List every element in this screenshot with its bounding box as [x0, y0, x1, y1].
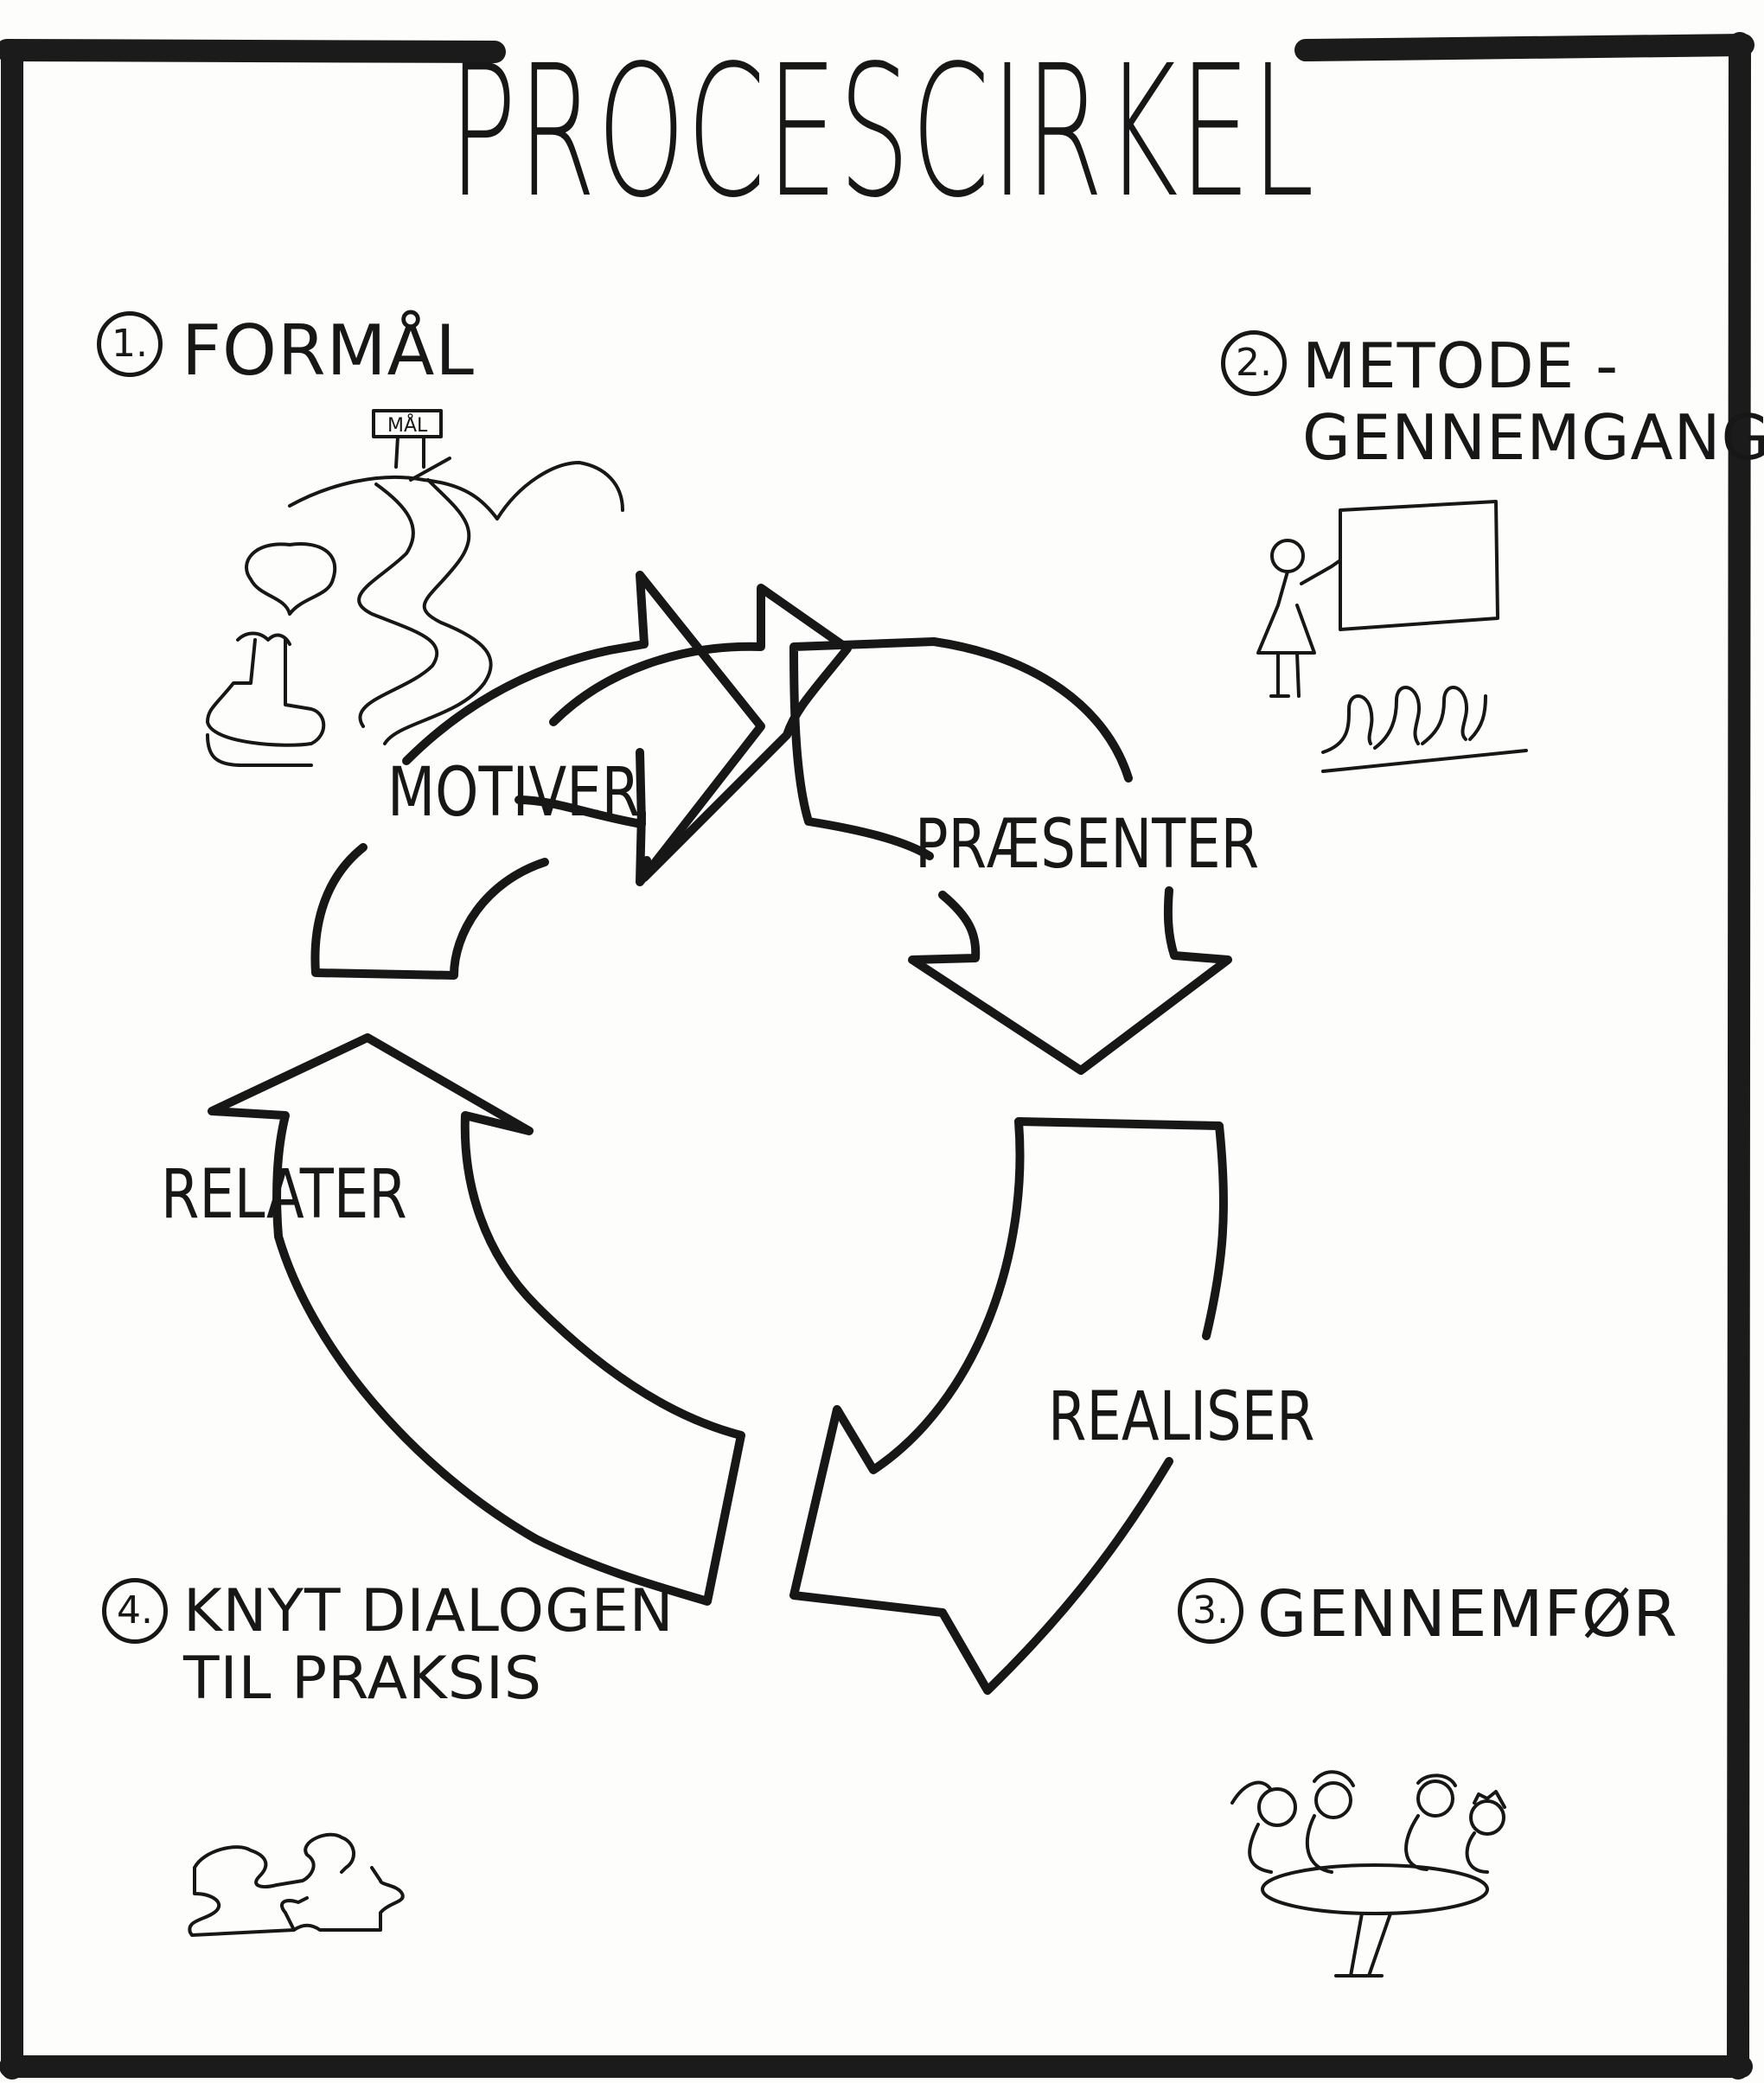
step-label-line: GENNEMGANG: [1302, 400, 1764, 474]
page-title: PROCESCIRKEL: [448, 26, 1316, 238]
step-1-formal: 1. FORMÅL: [97, 311, 475, 391]
step-label-line: FORMÅL: [182, 310, 475, 391]
step-number-badge: 2.: [1221, 330, 1287, 396]
step-label-line: TIL PRAKSIS: [183, 1645, 543, 1714]
step-3-label: GENNEMFØR: [1257, 1577, 1678, 1652]
step-4-knyt-dialogen: 4. KNYT DIALOGEN TIL PRAKSIS: [102, 1577, 674, 1714]
step-number-badge: 4.: [102, 1578, 168, 1644]
step-2-metodegennemgang: 2. METODE - GENNEMGANG: [1221, 330, 1764, 474]
cycle-label-motiver: MOTIVER: [387, 754, 641, 832]
presenter-whiteboard-icon: [1256, 500, 1528, 773]
step-2-label: METODE - GENNEMGANG: [1302, 330, 1764, 474]
cycle-label-relater: RELATER: [161, 1156, 407, 1234]
step-number-badge: 3.: [1178, 1578, 1243, 1644]
goal-sign-label: MÅL: [387, 413, 428, 437]
step-1-label: FORMÅL: [182, 311, 475, 391]
step-4-label: KNYT DIALOGEN TIL PRAKSIS: [183, 1577, 674, 1714]
mountain-goal-path-icon: [206, 409, 624, 767]
cycle-arrow-praesenter: [789, 637, 1232, 1075]
step-label-line: GENNEMFØR: [1257, 1577, 1678, 1652]
group-at-table-icon: [1230, 1770, 1506, 1978]
step-3-gennemfor: 3. GENNEMFØR: [1178, 1577, 1678, 1652]
step-label-line: METODE -: [1302, 329, 1620, 402]
cycle-arrow-realiser: [789, 1117, 1228, 1695]
puzzle-pieces-icon: [188, 1832, 405, 1937]
cycle-label-realiser: REALISER: [1048, 1378, 1315, 1456]
sheet-frame: [0, 32, 1754, 2080]
cycle-label-praesenter: PRÆSENTER: [915, 806, 1260, 884]
cycle-arrow-motiver: [310, 584, 852, 980]
cycle-arrow-motiver-body: [402, 571, 765, 886]
step-number-badge: 1.: [97, 311, 163, 377]
step-label-line: KNYT DIALOGEN: [183, 1577, 674, 1645]
cycle-arrow-relater: [208, 1033, 745, 1606]
